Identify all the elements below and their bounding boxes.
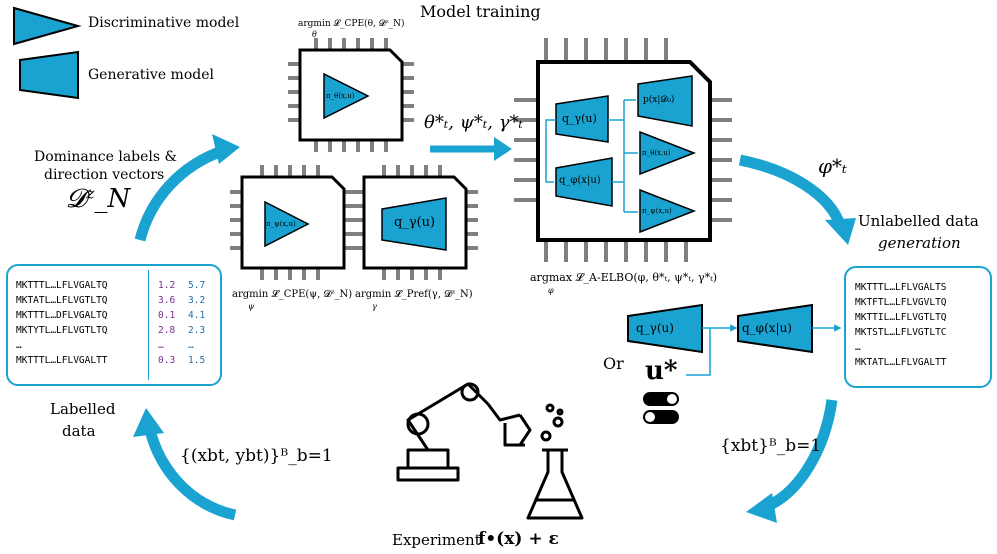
chip-big-vae (514, 38, 732, 262)
params-arrowhead (494, 137, 512, 161)
cycle-arrow-experiment-to-labelled (144, 428, 237, 521)
model-training-title: Model training (420, 2, 541, 21)
generative-legend-icon (19, 50, 79, 100)
labelled-col2-value: 1.5 (188, 355, 206, 366)
cycle-arrowhead-experiment-to-labelled (133, 408, 164, 437)
labelled-seq-row: MKTATL…LFLVGTLTQ (16, 295, 108, 306)
big-chip-pi-psi-label: π_ψ(x,u) (642, 207, 672, 215)
cycle-arrow-labelled-to-training (134, 144, 227, 242)
gen-q-phi-shape (737, 303, 813, 354)
labelled-col2-value: … (188, 340, 194, 351)
labelled-seq-row: MKTTTL…LFLVGALTQ (16, 280, 108, 291)
chip-pi-theta (288, 38, 414, 152)
gen-q-phi-label: q_φ(x|u) (742, 321, 792, 335)
discriminative-legend-icon (13, 6, 82, 46)
unlabelled-label-line2: generation (878, 234, 961, 252)
labelled-col2-value: 5.7 (188, 280, 206, 291)
unlabelled-seq-row: MKTFTL…LFLVGVLTQ (855, 297, 947, 308)
or-label: Or (603, 354, 624, 373)
labelled-col2-value: 2.3 (188, 325, 206, 336)
labelled-col2-value: 3.2 (188, 295, 206, 306)
big-chip-pi-theta-label: π_θ(x,u) (642, 149, 671, 157)
dominance-symbol: 𝓓ᶻ_N (66, 184, 131, 214)
chip-q-gamma-label: q_γ(u) (394, 215, 436, 230)
labelled-col1-value: 2.8 (158, 325, 176, 336)
legend-generative-label: Generative model (88, 67, 214, 83)
toggle-switch-icon (643, 392, 679, 424)
robot-arm-icon (396, 382, 532, 482)
big-chip-q-phi-label: q_φ(x|u) (559, 175, 601, 186)
labelled-col1: 1.2 3.6 0.1 2.8 … 0.3 (158, 278, 175, 368)
xy-batch-label: {(xbt, ybt)}ᴮ_b=1 (180, 446, 333, 466)
x-batch-label: {xbt}ᴮ_b=1 (720, 436, 822, 456)
u-star-symbol: u* (645, 356, 678, 386)
labelled-seq-row: MKTYTL…LFLVGTLTQ (16, 325, 108, 336)
unlabelled-seq-row: … (855, 342, 861, 353)
phi-star-label: φ*ₜ (818, 154, 847, 178)
labelled-col1-value: 0.1 (158, 310, 176, 321)
labelled-seq-row: … (16, 340, 22, 351)
experiment-formula: f•(x) + ε (478, 529, 559, 549)
labelled-seq-row: MKTTTL…DFLVGALTQ (16, 310, 108, 321)
unlabelled-sequences: MKTTTL…LFLVGALTS MKTFTL…LFLVGVLTQ MKTTIL… (855, 280, 947, 370)
big-chip-q-gamma-label: q_γ(u) (562, 112, 597, 125)
flask-icon (526, 403, 584, 520)
gen-q-gamma-shape (627, 303, 703, 354)
labelled-col1-value: 0.3 (158, 355, 176, 366)
big-chip-p-x-d0-label: p(x|𝓓₀) (643, 95, 675, 105)
cycle-arrow-training-to-generation (738, 154, 846, 228)
chip-q-gamma (352, 165, 478, 280)
chip-pi-psi-label: π_ψ(x,u) (266, 220, 296, 228)
unlabelled-label-line1: Unlabelled data (858, 212, 979, 230)
dominance-label-line1: Dominance labels & (34, 149, 178, 165)
argmin-psi-sub: ψ (248, 302, 255, 311)
cycle-arrowhead-labelled-to-training (212, 134, 240, 164)
argmin-psi-label: argmin 𝓛_CPE(ψ, 𝓓ᶻ_N) (232, 289, 353, 300)
unlabelled-seq-row: MKTTIL…LFLVGTLTQ (855, 312, 947, 323)
chip-pi-psi (230, 165, 356, 280)
experiment-label: Experiment (392, 531, 481, 549)
legend-discriminative-label: Discriminative model (88, 15, 240, 31)
dominance-label-line2: direction vectors (44, 167, 165, 183)
argmax-phi-sub: φ (548, 286, 554, 295)
argmin-theta-sub: θ (312, 30, 317, 39)
unlabelled-data-panel: MKTTTL…LFLVGALTS MKTFTL…LFLVGVLTQ MKTTIL… (844, 266, 992, 388)
argmax-phi-label: argmax 𝓛_A-ELBO(φ, θ*ₜ, ψ*ₜ, γ*ₜ) (530, 271, 718, 284)
labelled-col1-value: … (158, 340, 164, 351)
cycle-arrowhead-training-to-generation (825, 218, 856, 245)
labelled-col1-value: 3.6 (158, 295, 176, 306)
labelled-col2: 5.7 3.2 4.1 2.3 … 1.5 (188, 278, 205, 368)
unlabelled-seq-row: MKTTTL…LFLVGALTS (855, 282, 947, 293)
labelled-label-line1: Labelled (50, 400, 116, 418)
argmin-gamma-sub: γ (372, 302, 377, 311)
unlabelled-seq-row: MKTATL…LFLVGALTT (855, 357, 947, 368)
argmin-theta-label: argmin 𝓛_CPE(θ, 𝓓ᶻ_N) (298, 19, 405, 29)
cycle-arrowhead-generation-to-experiment (746, 493, 777, 523)
labelled-divider (148, 270, 149, 380)
argmin-gamma-label: argmin 𝓛_Pref(γ, 𝓓ᶻ_N) (355, 289, 473, 300)
labelled-sequences: MKTTTL…LFLVGALTQ MKTATL…LFLVGTLTQ MKTTTL… (16, 278, 108, 368)
chip-pi-theta-label: π_θ(x,u) (326, 92, 355, 100)
cycle-arrow-generation-to-experiment (767, 399, 838, 510)
gen-q-gamma-label: q_γ(u) (636, 321, 674, 335)
labelled-label-line2: data (62, 422, 96, 440)
unlabelled-seq-row: MKTSTL…LFLVGTLTC (855, 327, 947, 338)
labelled-col1-value: 1.2 (158, 280, 176, 291)
labelled-seq-row: MKTTTL…LFLVGALTT (16, 355, 108, 366)
params-star-label: θ*ₜ, ψ*ₜ, γ*ₜ (424, 112, 523, 133)
labelled-col2-value: 4.1 (188, 310, 206, 321)
labelled-data-panel: MKTTTL…LFLVGALTQ MKTATL…LFLVGTLTQ MKTTTL… (6, 264, 222, 386)
